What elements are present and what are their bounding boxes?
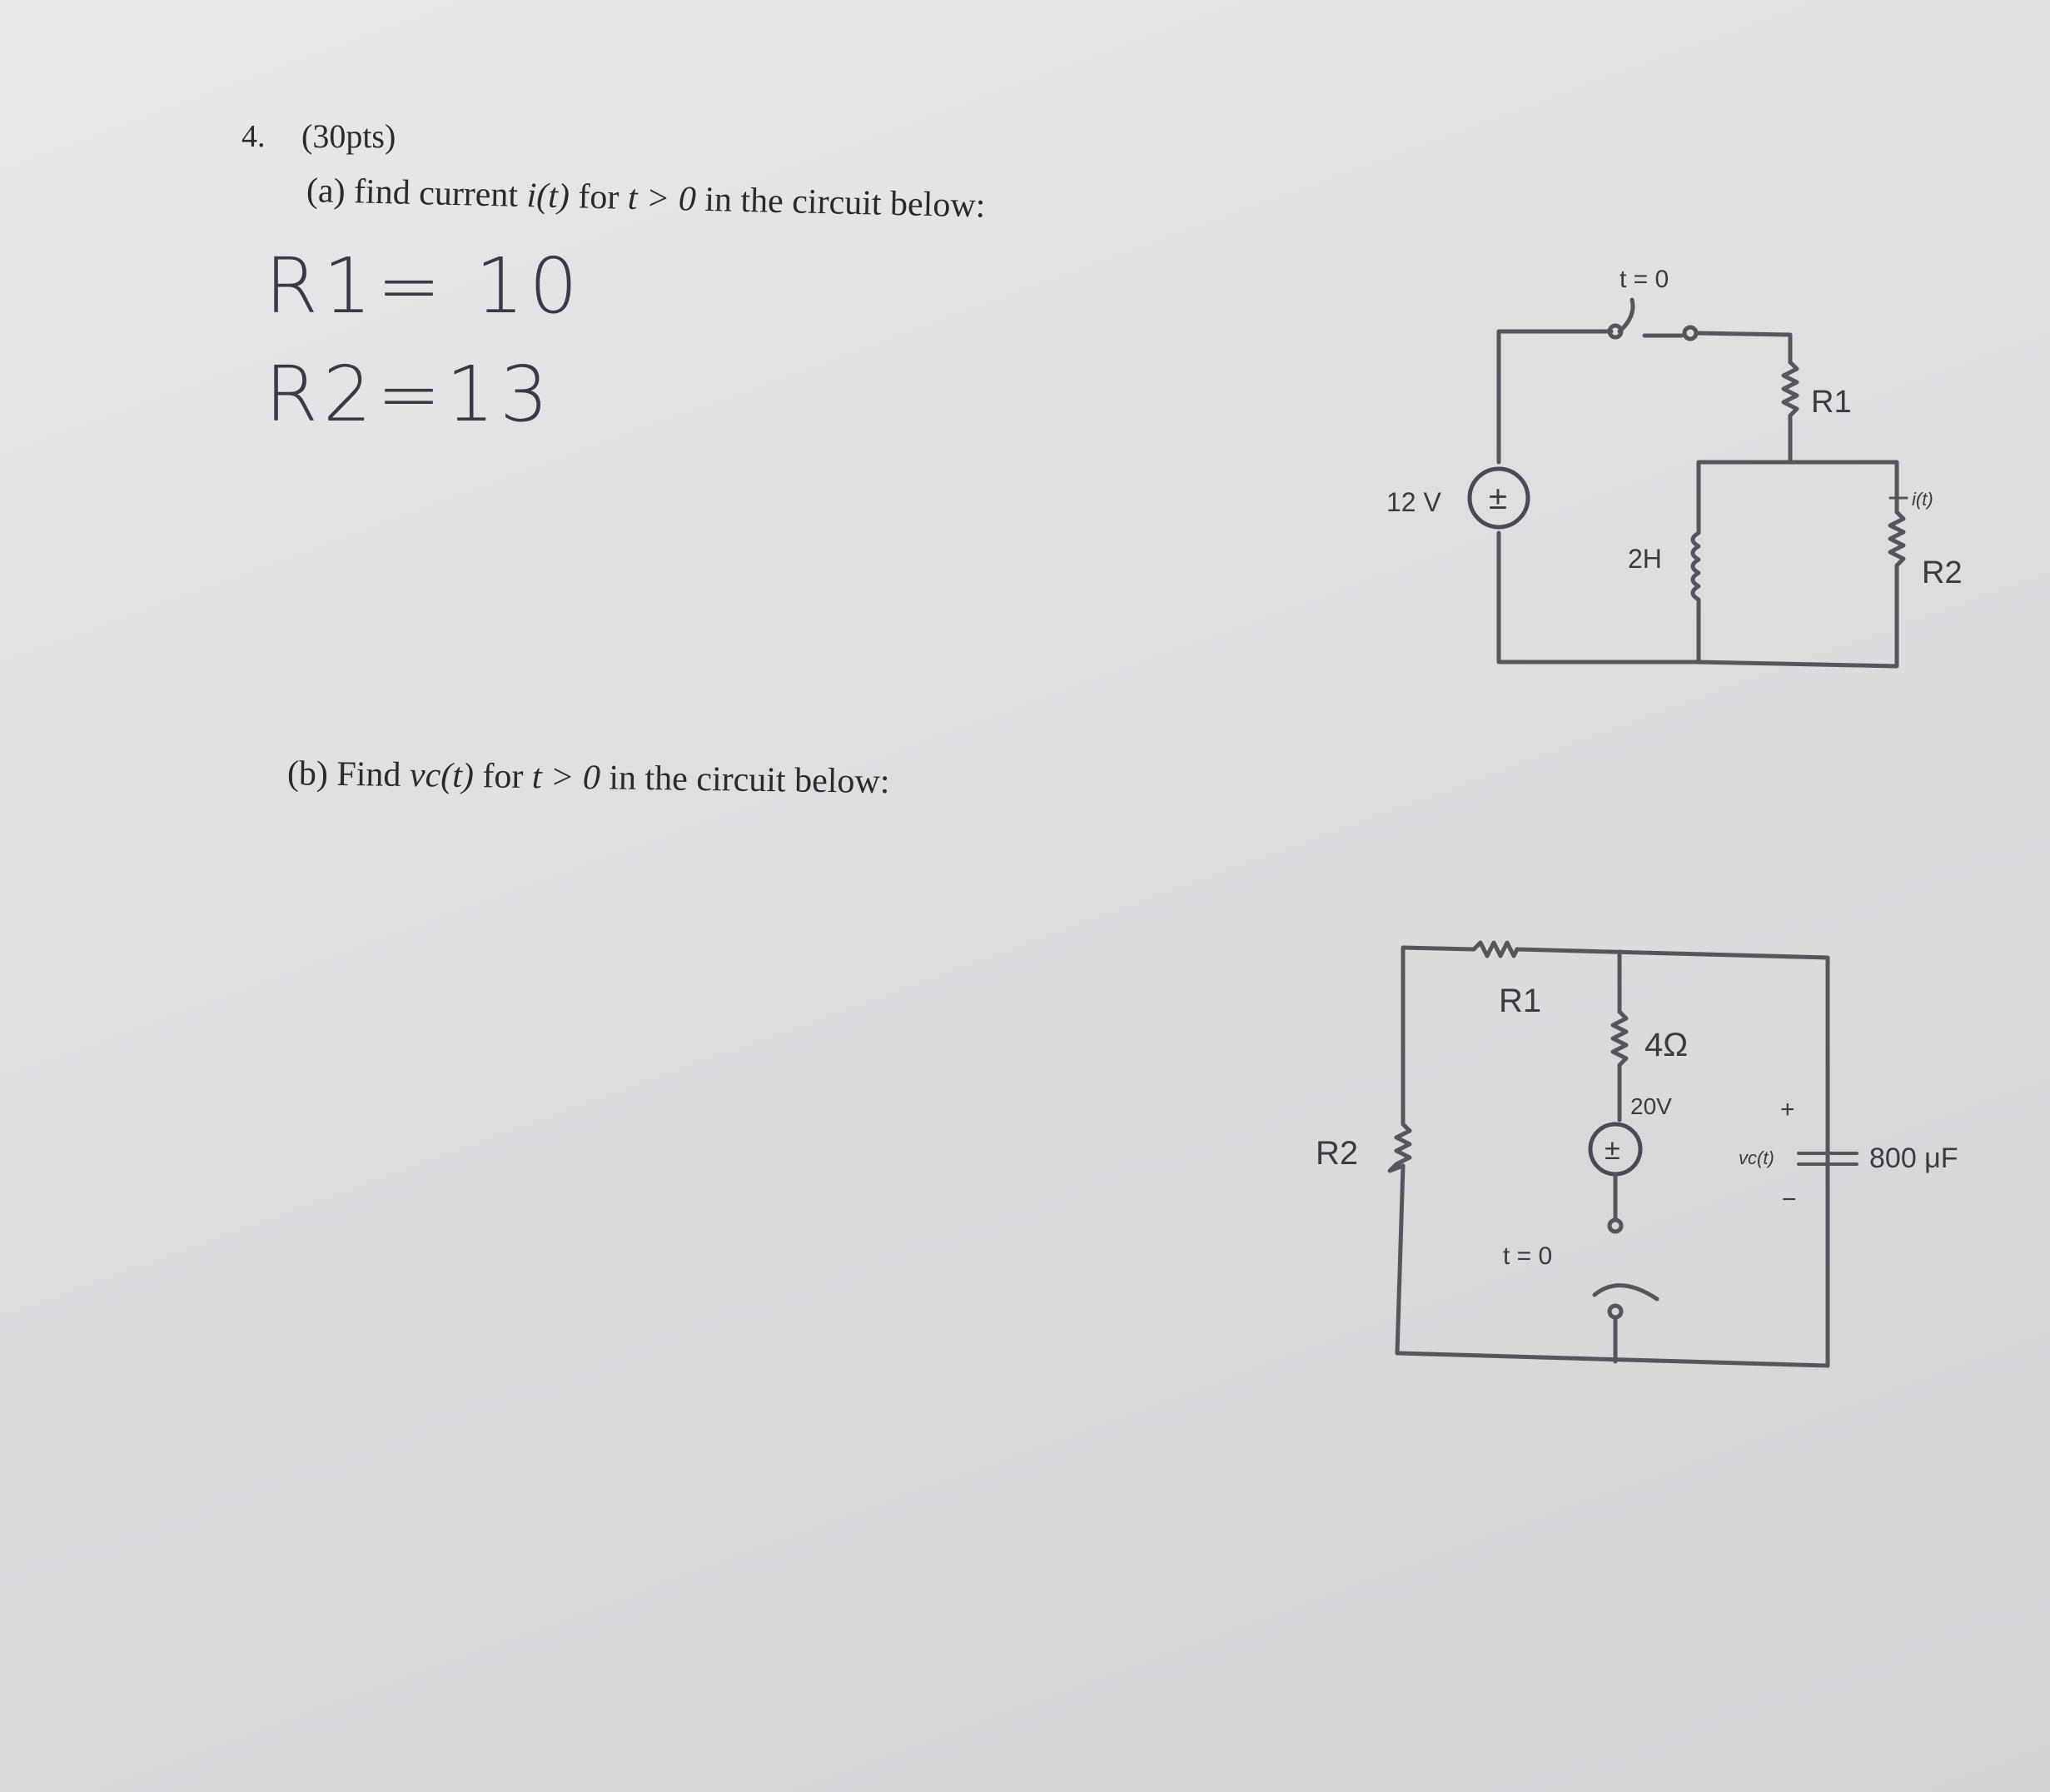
- circuit-a-inductor: [1690, 530, 1701, 665]
- circuit-a-r2: [1694, 510, 1906, 669]
- circuit-b-switch-arc: [1592, 1283, 1659, 1302]
- circuit-b-source-label: 20V: [1630, 1093, 1672, 1119]
- circuit-b-left-wire-lower: [1395, 1163, 1830, 1368]
- handwritten-r2: R2=13: [265, 350, 554, 439]
- circuit-b-switch-label: t = 0: [1503, 1242, 1552, 1270]
- circuit-a-left-wire: [1496, 329, 1614, 465]
- circuit-b-vc-label: vc(t): [1739, 1147, 1774, 1168]
- problem-points: (30pts): [301, 117, 396, 155]
- circuit-b-plus-sign: +: [1780, 1096, 1795, 1123]
- circuit-b-r2: [1387, 1122, 1412, 1173]
- circuit-b-minus-sign: −: [1782, 1186, 1797, 1213]
- circuit-b-r-middle-label: 4Ω: [1644, 1027, 1688, 1063]
- circuit-b-r2-label: R2: [1316, 1135, 1358, 1172]
- circuit-a-current-label: i(t): [1912, 489, 1933, 510]
- circuit-a-source-label: 12 V: [1386, 487, 1441, 517]
- circuit-a-r1: [1781, 360, 1799, 465]
- circuit-b-top-wire-left: [1401, 945, 1476, 952]
- circuit-b-switch-contact: [1607, 1217, 1624, 1234]
- circuit-a-left-wire-lower: [1496, 530, 1699, 665]
- handwritten-r1: R1= 10: [265, 241, 583, 331]
- circuit-a-source: [1467, 466, 1530, 530]
- circuit-a-r2-label: R2: [1922, 555, 1963, 590]
- circuit-b-top-wire-right: [1515, 947, 1830, 1368]
- circuit-b-r1-label: R1: [1499, 983, 1541, 1019]
- circuit-b-r1: [1471, 940, 1520, 958]
- circuit-a-source-symbol: ±: [1489, 480, 1507, 516]
- circuit-b-cap-label: 800 μF: [1869, 1142, 1958, 1174]
- circuit-a-top-wire: [1694, 331, 1793, 365]
- circuit-a-r1-label: R1: [1811, 385, 1852, 420]
- circuit-a-switch-arm: [1617, 297, 1635, 334]
- circuit-a-inductor-label: 2H: [1628, 544, 1662, 574]
- circuit-b-r-middle: [1610, 1009, 1629, 1122]
- circuit-a-switch-label: t = 0: [1620, 266, 1669, 293]
- circuit-b-capacitor: [1797, 1152, 1858, 1166]
- circuit-b-source-symbol: ±: [1605, 1134, 1620, 1166]
- problem-number: 4.: [241, 119, 266, 154]
- circuit-a-branch-wire: [1696, 460, 1899, 515]
